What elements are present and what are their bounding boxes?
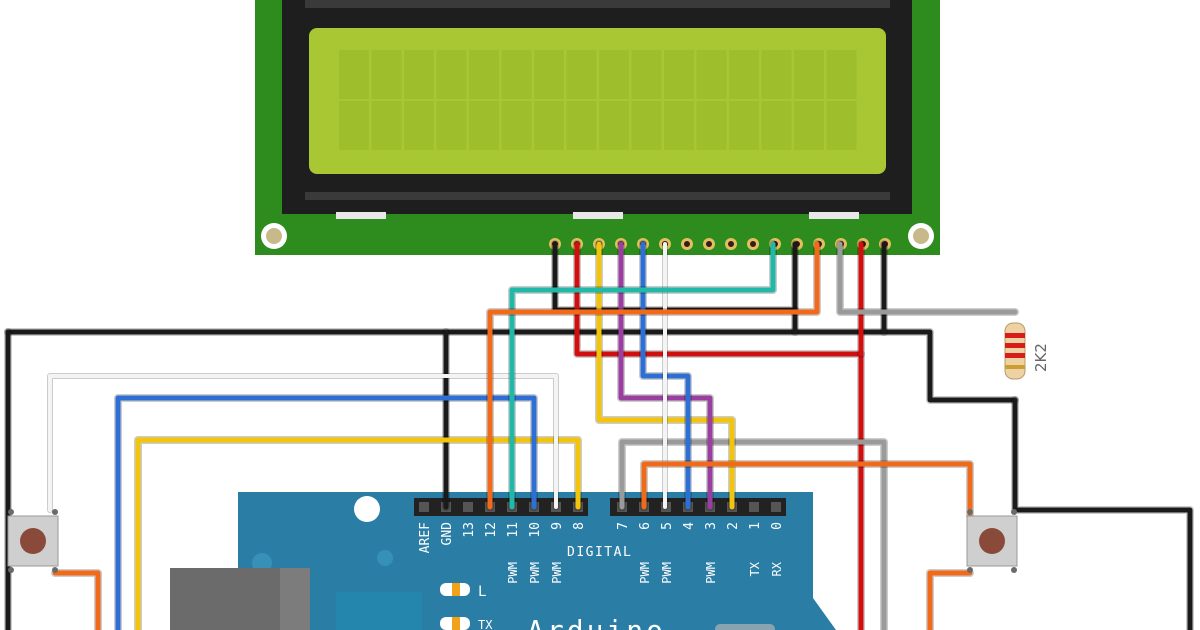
header-pin-label: 8 <box>572 522 587 530</box>
wire-pin7-gray <box>619 439 887 630</box>
wire-gnd-bus <box>5 329 1018 403</box>
header-pin-label: 9 <box>550 522 565 530</box>
header-left <box>414 498 588 516</box>
lcd-module <box>255 0 940 255</box>
lcd-cell <box>794 50 824 99</box>
lcd-cell <box>534 101 564 150</box>
header-pin <box>463 502 473 512</box>
lcd-cell <box>631 50 662 99</box>
wire-5v <box>574 241 864 630</box>
lcd-cell <box>339 50 369 99</box>
lcd-cell <box>501 101 532 150</box>
lcd-cell <box>469 101 499 150</box>
wire-lcd-d7-pin11 <box>509 241 776 510</box>
lcd-cell <box>566 101 597 150</box>
lcd-cell <box>566 50 597 99</box>
tx-rx-label: RX <box>770 561 784 576</box>
lcd-cell <box>371 101 402 150</box>
lcd-cell <box>826 101 857 150</box>
wire-button-left-orange <box>52 570 101 630</box>
wire-button-right-orange-outline <box>926 569 974 630</box>
header-pin-label: 7 <box>616 522 631 530</box>
arduino-board: L TX Arduino AREFGND131211109876543210PW… <box>170 492 836 630</box>
header-pin-label: AREF <box>418 522 433 553</box>
tx-rx-label: TX <box>748 561 762 576</box>
lcd-cell <box>469 50 499 99</box>
wire-gnd-right <box>1012 397 1193 630</box>
wire-gnd-right-outline <box>1011 396 1194 630</box>
digital-label: DIGITAL <box>567 545 632 560</box>
led-tx <box>452 617 460 630</box>
wire-lcd-orange-pin12 <box>487 241 820 510</box>
header-pin-label: 1 <box>748 522 763 530</box>
header-pin <box>419 502 429 512</box>
lcd-cell <box>599 50 629 99</box>
lcd-cell <box>534 50 564 99</box>
lcd-cell <box>664 50 694 99</box>
lcd-cell <box>404 50 434 99</box>
wires <box>4 240 1194 630</box>
lcd-cell <box>696 50 727 99</box>
pwm-label: PWM <box>550 562 564 584</box>
wire-blue-pin10 <box>115 395 537 630</box>
lcd-cell <box>436 50 467 99</box>
wire-white-pin9 <box>48 374 558 512</box>
header-pin-label: 12 <box>484 522 499 538</box>
pwm-label: PWM <box>660 562 674 584</box>
led-l <box>452 583 460 596</box>
header-pin-label: 4 <box>682 522 697 530</box>
lcd-cell <box>501 50 532 99</box>
lcd-cell <box>729 101 759 150</box>
lcd-cell <box>696 101 727 150</box>
wire-button-left-orange-outline <box>51 569 102 630</box>
header-pin-label: 0 <box>770 522 785 530</box>
header-pin-label: GND <box>440 522 455 546</box>
header-pin <box>749 502 759 512</box>
push-button-left[interactable] <box>7 509 59 573</box>
push-button-right[interactable] <box>966 509 1018 573</box>
header-pin-label: 2 <box>726 522 741 530</box>
wire-yellow-pin8 <box>135 437 581 630</box>
lcd-cell <box>631 101 662 150</box>
lcd-cell <box>794 101 824 150</box>
lcd-cell <box>436 101 467 150</box>
mounting-hole <box>354 496 380 522</box>
lcd-cell <box>664 101 694 150</box>
header-pin-label: 3 <box>704 522 719 530</box>
lcd-cell <box>371 50 402 99</box>
resistor: 2K2 <box>1004 322 1050 380</box>
wire-lcd-v0-resistor <box>837 241 1018 315</box>
lcd-cell <box>729 50 759 99</box>
lcd-cell <box>826 50 857 99</box>
header-right <box>610 498 786 516</box>
pwm-label: PWM <box>704 562 718 584</box>
header-pin-label: 5 <box>660 522 675 530</box>
pwm-label: PWM <box>506 562 520 584</box>
lcd-cell <box>761 50 792 99</box>
led-tx-label: TX <box>478 618 493 630</box>
header-pin-label: 6 <box>638 522 653 530</box>
lcd-cell <box>404 101 434 150</box>
lcd-character-grid <box>339 50 857 150</box>
wire-pin6-button <box>641 461 973 519</box>
wire-button-right-orange <box>927 570 973 630</box>
header-pin-label: 11 <box>506 522 521 538</box>
header-pin <box>771 502 781 512</box>
arduino-logo-text: Arduino <box>527 614 666 630</box>
pwm-label: PWM <box>638 562 652 584</box>
pwm-label: PWM <box>528 562 542 584</box>
header-pin-label: 13 <box>462 522 477 538</box>
lcd-cell <box>339 101 369 150</box>
lcd-cell <box>599 101 629 150</box>
resistor-label: 2K2 <box>1032 343 1050 372</box>
header-pin-label: 10 <box>528 522 543 538</box>
led-l-label: L <box>478 584 486 600</box>
lcd-cell <box>761 101 792 150</box>
